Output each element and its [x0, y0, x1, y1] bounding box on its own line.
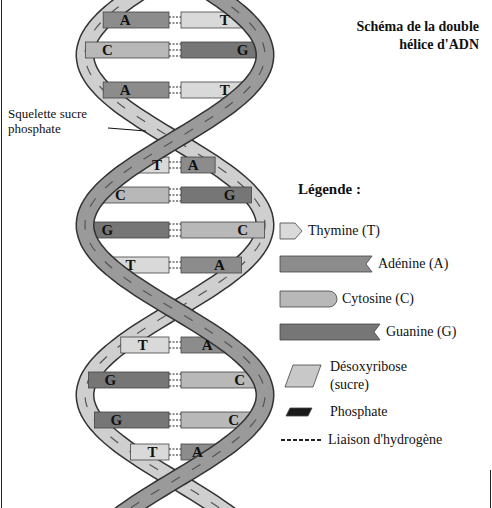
hydrogen-bond [169, 92, 181, 93]
hydrogen-bond [169, 261, 181, 262]
base-letter: A [120, 12, 131, 28]
base-letter: A [120, 82, 131, 98]
swatch-shape [280, 324, 380, 340]
frame-line [1, 0, 2, 508]
hydrogen-bond [169, 161, 181, 162]
base-letter: T [138, 337, 148, 353]
strand-outline [85, 0, 265, 508]
base-letter: G [102, 222, 114, 238]
hydrogen-bond [169, 341, 181, 342]
legend-swatch [285, 365, 321, 387]
base-shape [85, 42, 169, 58]
legend-swatch [280, 256, 372, 272]
legend-text: Thymine (T) [308, 222, 380, 240]
strand-outline [85, 0, 265, 508]
legend-text: Phosphate [330, 403, 388, 421]
base-shape [85, 222, 169, 238]
frame-line [490, 470, 491, 508]
swatch-shape [280, 291, 337, 307]
legend-swatch [280, 291, 337, 307]
sugar-phosphate-strand [85, 0, 265, 508]
hydrogen-bond [169, 86, 181, 87]
base-letter: C [115, 187, 126, 203]
legend-text: Désoxyribose (sucre) [330, 358, 422, 394]
hydrogen-bond [169, 55, 181, 56]
front-strand [85, 0, 265, 508]
part-label: Squelette sucre phosphate [8, 106, 104, 136]
swatch-shape [286, 408, 312, 416]
base-letter: C [228, 412, 239, 428]
legend-text: Guanine (G) [386, 323, 456, 341]
base-shape [88, 372, 169, 388]
base-letter: T [125, 257, 135, 273]
base-shape [181, 257, 242, 273]
back-strand [85, 0, 265, 508]
hydrogen-bond [169, 454, 181, 455]
hydrogen-bond [169, 419, 181, 420]
base-letter: G [237, 42, 249, 58]
base-letter: A [188, 157, 199, 173]
base-letter: G [111, 412, 123, 428]
legend-text: Cytosine (C) [342, 290, 414, 308]
base-shape [181, 222, 265, 238]
hydrogen-bond [169, 49, 181, 50]
base-shape [181, 187, 252, 203]
swatch-shape [280, 256, 372, 272]
hydrogen-bond [169, 188, 181, 189]
legend-text: Adénine (A) [378, 255, 448, 273]
base-shape [103, 12, 169, 28]
legend-swatch [280, 324, 380, 340]
phosphate-marks [85, 0, 265, 508]
leader-line [108, 128, 146, 131]
base-shape [94, 412, 169, 428]
base-letter: T [152, 157, 162, 173]
base-shape [181, 157, 215, 173]
hydrogen-bond [169, 385, 181, 386]
hydrogen-bond [169, 167, 181, 168]
hydrogen-bond [169, 43, 181, 44]
diagram-title: Schéma de la double hélice d'ADN [333, 18, 479, 54]
hydrogen-bond-sample [281, 439, 321, 441]
base-shape [130, 444, 169, 460]
hydrogen-bond [169, 413, 181, 414]
base-letter: C [102, 42, 113, 58]
hydrogen-bond [169, 200, 181, 201]
hydrogen-bond [169, 223, 181, 224]
base-letter: A [192, 444, 203, 460]
hydrogen-bond [169, 229, 181, 230]
legend-swatch [286, 408, 312, 416]
base-letter: A [214, 257, 225, 273]
legend-heading: Légende : [298, 180, 361, 198]
legend-text: Liaison d'hydrogène [328, 431, 442, 449]
base-letter: T [220, 82, 230, 98]
hydrogen-bond [169, 379, 181, 380]
hydrogen-bond [169, 235, 181, 236]
hydrogen-bond [169, 373, 181, 374]
phosphate-marks [85, 0, 265, 508]
hydrogen-bond [169, 16, 181, 17]
base-letter: T [220, 12, 230, 28]
swatch-shape [285, 365, 321, 387]
hydrogen-bond [169, 448, 181, 449]
base-letter: G [224, 187, 236, 203]
hydrogen-bond [169, 425, 181, 426]
legend-swatch [280, 223, 302, 239]
base-pairs [85, 12, 264, 460]
base-letter: A [202, 337, 213, 353]
base-shape [121, 337, 169, 353]
swatch-shape [280, 223, 302, 239]
base-letter: T [147, 444, 157, 460]
base-letter: C [234, 372, 245, 388]
hydrogen-bond [169, 22, 181, 23]
sugar-phosphate-strand [85, 0, 265, 508]
base-letter: C [237, 222, 248, 238]
hydrogen-bond [169, 347, 181, 348]
base-shape [103, 82, 169, 98]
base-letter: G [105, 372, 117, 388]
hydrogen-bond [169, 267, 181, 268]
hydrogen-bond [169, 194, 181, 195]
base-shape [181, 42, 265, 58]
